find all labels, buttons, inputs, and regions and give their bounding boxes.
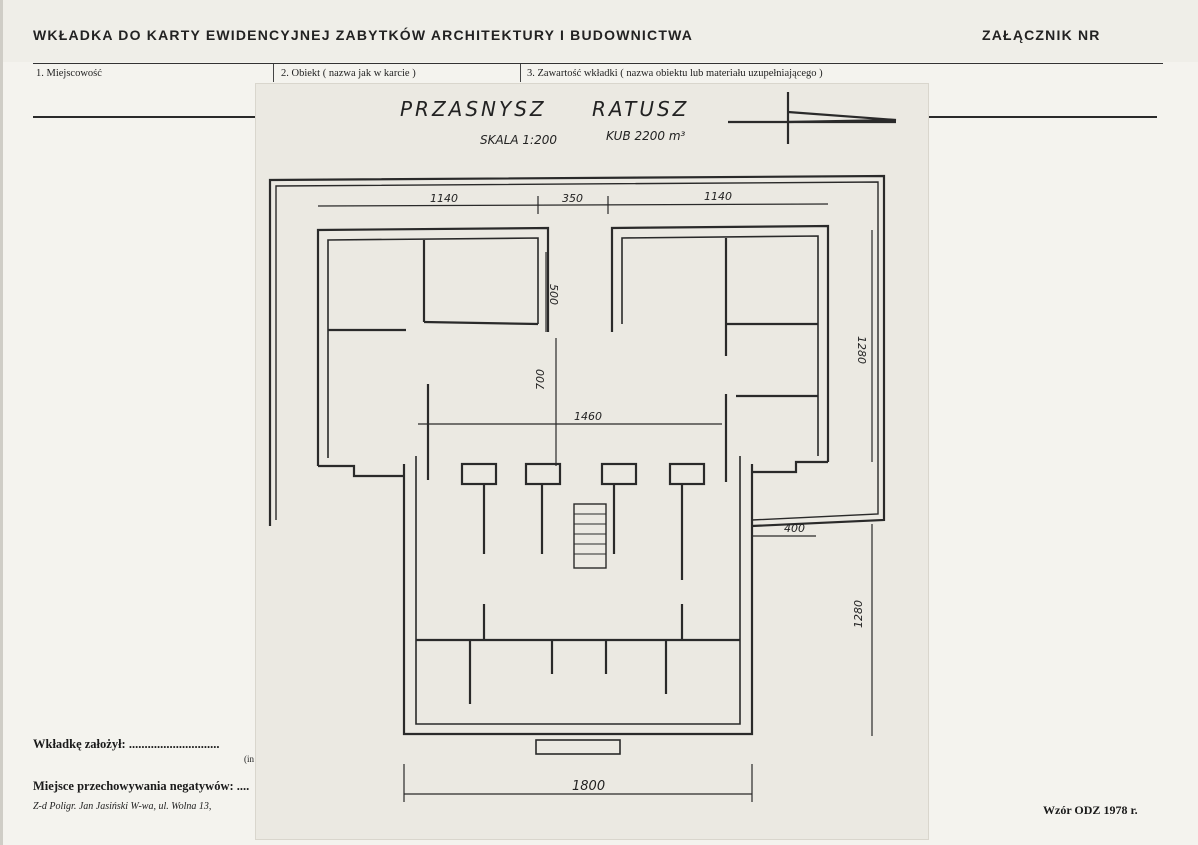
header-band xyxy=(0,0,1198,62)
left-wing-wall xyxy=(316,226,550,466)
page-edge xyxy=(0,0,3,845)
dim-700: 700 xyxy=(534,369,547,390)
dim-500: 500 xyxy=(547,284,560,305)
field-label-contents: 3. Zawartość wkładki ( nazwa obiektu lub… xyxy=(527,68,823,79)
dimension-line-top xyxy=(317,203,829,207)
column-separator-1 xyxy=(273,64,274,82)
field-label-object: 2. Obiekt ( nazwa jak w karcie ) xyxy=(281,68,416,79)
form-version: Wzór ODZ 1978 r. xyxy=(1043,803,1138,817)
dim-350: 350 xyxy=(562,192,583,205)
main-hall-wall xyxy=(402,464,754,736)
pillar xyxy=(668,462,706,486)
locality-fill-line xyxy=(33,116,257,118)
founded-by-field: Wkładkę założył: .......................… xyxy=(33,737,220,751)
attachment-label: ZAŁĄCZNIK NR xyxy=(982,27,1101,43)
field-label-locality: 1. Miejscowość xyxy=(36,68,102,79)
document-title: WKŁADKA DO KARTY EWIDENCYJNEJ ZABYTKÓW A… xyxy=(33,27,694,43)
floor-plan-drawing: PRZASNYSZ RATUSZ SKALA 1:200 KUB 2200 m³… xyxy=(268,92,897,802)
founded-by-note: (in xyxy=(244,754,254,764)
plan-title-object: RATUSZ xyxy=(592,97,689,121)
dim-1280-lower: 1280 xyxy=(852,600,865,628)
entrance-step xyxy=(535,739,621,755)
plan-volume: KUB 2200 m³ xyxy=(606,129,686,143)
dim-1280-upper: 1280 xyxy=(855,336,868,364)
pillar xyxy=(524,462,562,486)
contents-fill-line xyxy=(924,116,1157,118)
pillar xyxy=(460,462,498,486)
dim-1800: 1800 xyxy=(572,779,605,794)
dim-1140-left: 1140 xyxy=(430,192,458,205)
header-rule xyxy=(33,63,1163,64)
staircase xyxy=(573,503,607,569)
plan-scale: SKALA 1:200 xyxy=(480,133,557,147)
dim-1140-right: 1140 xyxy=(704,190,732,203)
north-arrow-head xyxy=(787,110,897,124)
dim-400: 400 xyxy=(784,522,805,535)
pillar xyxy=(600,462,638,486)
floor-plan-scan: PRZASNYSZ RATUSZ SKALA 1:200 KUB 2200 m³… xyxy=(256,84,928,839)
column-separator-2 xyxy=(520,64,521,82)
printer-info: Z-d Poligr. Jan Jasiński W-wa, ul. Wolna… xyxy=(33,801,212,812)
negatives-storage-field: Miejsce przechowywania negatywów: .... xyxy=(33,779,250,793)
plot-outline xyxy=(268,174,886,528)
right-wing-wall xyxy=(610,224,830,462)
dim-1460: 1460 xyxy=(574,410,602,423)
plan-title-place: PRZASNYSZ xyxy=(400,97,547,121)
